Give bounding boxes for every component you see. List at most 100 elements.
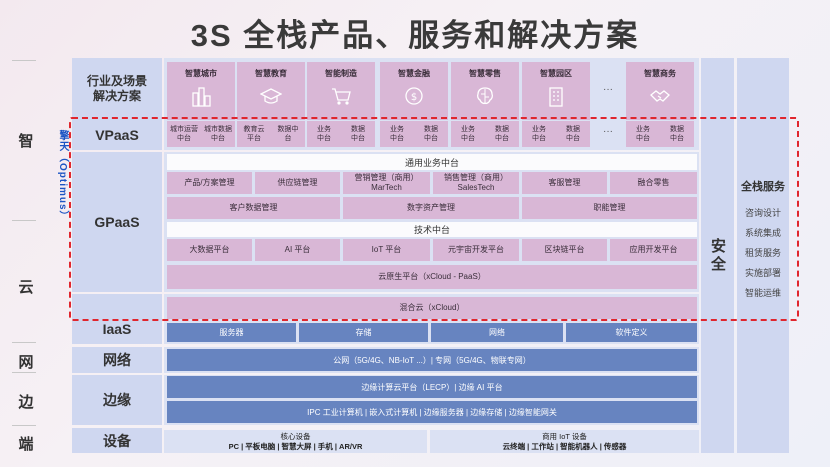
vpaas-item: 业务中台 [636, 126, 650, 142]
level-divider [12, 425, 36, 426]
iaas-item: 存储 [299, 323, 428, 342]
row-label-iaas-text: IaaS [102, 321, 132, 337]
scenario-smart-education: 智慧教育 [237, 62, 305, 120]
iaas-item: 软件定义 [566, 323, 697, 342]
coin-icon: $ [405, 87, 423, 105]
vpaas-item: 数据中台 [566, 126, 580, 142]
vpaas-item: 数据中台 [424, 126, 438, 142]
scenario-label: 智慧园区 [540, 69, 572, 78]
gpaas-common-item: 客服管理 [522, 172, 607, 194]
vpaas-item: 数据中台 [277, 126, 299, 142]
level-divider [12, 220, 36, 221]
iot-devices-title: 商用 IoT 设备 [542, 432, 587, 441]
gpaas-common-item: 职能管理 [522, 197, 697, 219]
row-label-iaas: IaaS [72, 294, 162, 344]
vpaas-card-park: 业务中台 数据中台 [522, 121, 590, 147]
gpaas-common-item: 数字资产管理 [343, 197, 519, 219]
vpaas-item: 业务中台 [461, 126, 475, 142]
edge-platform-bar: 边缘计算云平台（LECP）| 边缘 AI 平台 [167, 376, 697, 398]
vpaas-item: 数据中台 [351, 126, 365, 142]
vpaas-item: 数据中台 [670, 126, 684, 142]
level-network: 网 [18, 354, 34, 371]
level-divider [12, 372, 36, 373]
gpaas-common-item: 产品/方案管理 [167, 172, 252, 194]
scenario-label: 智慧零售 [469, 69, 501, 78]
iot-devices: 商用 IoT 设备 云终端 | 工作站 | 智能机器人 | 传感器 [430, 430, 699, 453]
scenario-smart-commerce: 智慧商务 [626, 62, 694, 120]
scenario-label: 智能制造 [325, 69, 357, 78]
vpaas-card-commerce: 业务中台 数据中台 [626, 121, 694, 147]
iot-devices-items: 云终端 | 工作站 | 智能机器人 | 传感器 [502, 442, 627, 451]
cloud-native-platform: 云原生平台（xCloud - PaaS） [167, 265, 697, 289]
gpaas-common-item: 融合零售 [610, 172, 697, 194]
full-stack-services: 全栈服务 咨询设计 系统集成 租赁服务 实施部署 智能运维 [737, 58, 789, 453]
graduation-cap-icon [260, 88, 282, 104]
scenario-label: 智慧商务 [644, 69, 676, 78]
hybrid-cloud: 混合云（xCloud） [167, 297, 697, 319]
gpaas-tech-item: 大数据平台 [167, 239, 252, 261]
scenario-smart-city: 智慧城市 [167, 62, 235, 120]
level-edge: 边 [18, 394, 34, 411]
building-icon [549, 87, 563, 107]
page-title: 3S 全栈产品、服务和解决方案 [190, 18, 640, 53]
security-column: 安全 [701, 58, 734, 453]
gpaas-tech-item: 应用开发平台 [610, 239, 697, 261]
core-devices-items: PC | 平板电脑 | 智慧大屏 | 手机 | AR/VR [228, 442, 363, 451]
gpaas-tech-item: AI 平台 [255, 239, 340, 261]
service-item: 智能运维 [744, 288, 781, 298]
vpaas-card-city: 城市运营中台 城市数据中台 [167, 121, 235, 147]
common-business-header: 通用业务中台 [167, 154, 697, 170]
gpaas-tech-item: 区块链平台 [522, 239, 607, 261]
city-icon [192, 87, 211, 107]
vpaas-card-manufacturing: 业务中台 数据中台 [307, 121, 375, 147]
vpaas-item: 数据中台 [495, 126, 509, 142]
network-bar: 公网（5G/4G、NB-IoT ...）| 专网（5G/4G、物联专网） [167, 349, 697, 371]
level-intelligence: 智 [18, 133, 34, 150]
tech-platform-header: 技术中台 [167, 222, 697, 237]
row-label-scenarios: 行业及场景 解决方案 [72, 58, 162, 120]
handshake-icon [650, 90, 670, 102]
gpaas-common-item: 营销管理（商用） MarTech [343, 172, 430, 194]
vpaas-card-retail: 业务中台 数据中台 [451, 121, 519, 147]
service-item: 实施部署 [744, 268, 781, 278]
service-item: 咨询设计 [744, 208, 781, 218]
scenario-ellipsis: ··· [603, 84, 613, 95]
gpaas-tech-item: 元宇宙开发平台 [433, 239, 519, 261]
vpaas-item: 教育云平台 [243, 126, 265, 142]
row-label-vpaas: VPaaS [72, 120, 162, 150]
level-device: 端 [18, 436, 34, 453]
core-devices: 核心设备 PC | 平板电脑 | 智慧大屏 | 手机 | AR/VR [164, 430, 427, 453]
scenario-label: 智慧教育 [255, 69, 287, 78]
gpaas-common-item: 客户数据管理 [167, 197, 340, 219]
gpaas-common-item: 销售管理（商用） SalesTech [433, 172, 519, 194]
brain-icon [476, 87, 494, 105]
services-title: 全栈服务 [741, 181, 785, 193]
vpaas-ellipsis: ··· [603, 126, 613, 137]
vpaas-item: 业务中台 [532, 126, 546, 142]
scenario-smart-retail: 智慧零售 [451, 62, 519, 120]
svg-text:$: $ [411, 92, 417, 103]
scenario-smart-manufacturing: 智能制造 [307, 62, 375, 120]
row-label-gpaas: GPaaS [72, 152, 162, 292]
vpaas-item: 城市运营中台 [170, 126, 198, 142]
row-label-network: 网络 [72, 347, 162, 373]
level-cloud: 云 [18, 279, 34, 296]
scenario-smart-finance: 智慧金融 $ [380, 62, 448, 120]
row-label-device: 设备 [72, 428, 162, 453]
level-divider [12, 60, 36, 61]
level-divider [12, 342, 36, 343]
vpaas-card-education: 教育云平台 数据中台 [237, 121, 305, 147]
scenario-smart-park: 智慧园区 [522, 62, 590, 120]
service-item: 系统集成 [744, 228, 781, 238]
cart-icon [332, 88, 351, 105]
iaas-item: 服务器 [167, 323, 296, 342]
vpaas-item: 业务中台 [317, 126, 331, 142]
row-label-edge: 边缘 [72, 375, 162, 425]
vpaas-item: 业务中台 [390, 126, 404, 142]
gpaas-common-item: 供应链管理 [255, 172, 340, 194]
vpaas-item: 城市数据中台 [204, 126, 232, 142]
gpaas-tech-item: IoT 平台 [343, 239, 430, 261]
core-devices-title: 核心设备 [280, 432, 311, 441]
edge-hardware-bar: IPC 工业计算机 | 嵌入式计算机 | 边缘服务器 | 边缘存储 | 边缘智能… [167, 401, 697, 423]
vpaas-card-finance: 业务中台 数据中台 [380, 121, 448, 147]
